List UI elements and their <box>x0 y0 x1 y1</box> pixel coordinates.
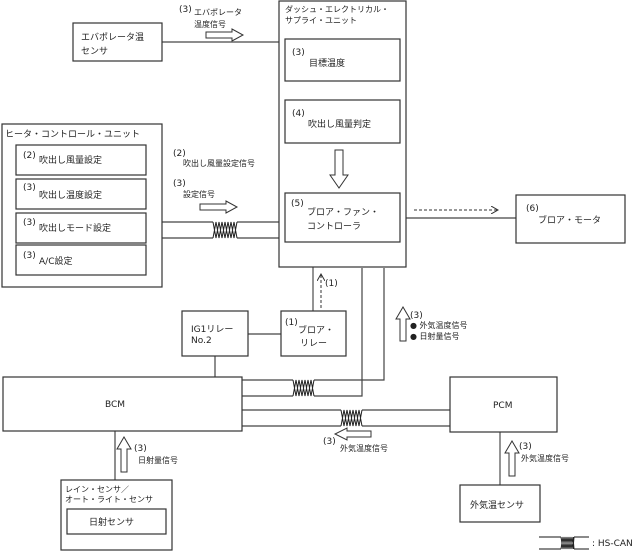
blower-relay-label-2: リレー <box>300 339 327 349</box>
evap-signal-num: (3) <box>179 5 192 15</box>
pcm-bcm-signal-label: 外気温度信号 <box>340 443 388 453</box>
evap-sensor-label-2: センサ <box>81 46 108 57</box>
right-arrow-icon <box>199 200 239 214</box>
setting-signal-label: 設定信号 <box>183 189 215 199</box>
pcm-box <box>449 376 558 433</box>
airflow-judgment-box <box>284 99 401 144</box>
hs-can-coil <box>212 221 238 239</box>
hs-can-legend: : HS-CAN <box>539 536 633 550</box>
evap-sensor-label-1: エバポレータ温 <box>81 32 144 43</box>
ig1-relay-no2-box <box>181 310 249 357</box>
relay-signal-num: (1) <box>325 279 338 289</box>
left-arrow-icon <box>333 427 372 441</box>
airflow-signal-num: (2) <box>173 149 186 159</box>
bcm-desu-bullet-2: ● 日射量信号 <box>410 331 460 341</box>
rain-sensor-label-2: オート・ライト・センサ <box>65 495 153 504</box>
legend-wire <box>539 536 589 550</box>
hcu-label: ヒータ・コントロール・ユニット <box>5 129 140 140</box>
hcu-item-label: 吹出し風量設定 <box>39 154 102 166</box>
airflow-judge-label: 吹出し風量判定 <box>308 118 371 130</box>
blower-motor-box <box>515 194 626 244</box>
legend-label: : HS-CAN <box>592 539 633 549</box>
hcu-item-num: (3) <box>23 218 36 228</box>
hcu-item-num: (3) <box>23 251 36 261</box>
desu-label-2: サプライ・ユニット <box>285 16 357 25</box>
ambient-pcm-signal-label: 外気温度信号 <box>521 453 569 463</box>
blower-controller-num: (5) <box>291 199 304 209</box>
legend-coil-icon <box>560 536 575 550</box>
up-arrow-icon <box>116 436 132 473</box>
hcu-item-ac-setting <box>15 244 147 276</box>
hcu-item-num: (2) <box>23 151 36 161</box>
hcu-item-label: A/C設定 <box>39 255 72 267</box>
rain-sensor-label-1: レイン・センサ／ <box>65 485 129 494</box>
hcu-item-mode-setting <box>15 212 147 244</box>
ig1-relay-label-1: IG1リレー <box>191 325 233 335</box>
ig1-relay-label-2: No.2 <box>191 336 212 346</box>
bcm-desu-signal-num: (3) <box>410 311 423 321</box>
hcu-item-label: 吹出しモード設定 <box>39 222 111 234</box>
hs-can-coil <box>340 409 363 427</box>
evap-signal-label-1: エバポレータ <box>194 8 242 17</box>
pcm-label: PCM <box>493 401 512 411</box>
hs-can-coil <box>292 379 315 397</box>
blower-relay-label-1: ブロア・ <box>298 324 334 336</box>
blower-fan-controller-box <box>284 192 401 243</box>
pcm-bcm-signal-num: (3) <box>323 437 336 447</box>
up-arrow-icon <box>395 306 411 342</box>
blower-controller-label-2: コントローラ <box>307 221 361 232</box>
blower-motor-num: (6) <box>526 204 539 214</box>
blower-relay-box <box>280 310 347 357</box>
target-temp-num: (3) <box>292 48 305 58</box>
hcu-item-label: 吹出し温度設定 <box>39 189 102 201</box>
setting-signal-num: (3) <box>173 179 186 189</box>
solar-bcm-signal-num: (3) <box>134 444 147 454</box>
solar-bcm-signal-label: 日射量信号 <box>138 455 178 465</box>
evaporator-temp-sensor-box <box>72 22 163 62</box>
evap-signal-label-2: 温度信号 <box>194 19 226 29</box>
ambient-pcm-signal-num: (3) <box>519 442 532 452</box>
solar-sensor-label: 日射センサ <box>89 516 134 528</box>
up-arrow-icon <box>504 440 520 477</box>
hcu-item-num: (3) <box>23 183 36 193</box>
solar-sensor-box <box>66 508 167 535</box>
target-temp-box <box>284 38 401 82</box>
target-temp-label: 目標温度 <box>309 57 345 69</box>
hcu-item-temp-setting <box>15 178 147 210</box>
hcu-item-airflow-setting <box>15 144 147 176</box>
bcm-box <box>2 376 243 432</box>
ambient-temp-sensor-box <box>459 484 541 523</box>
ambient-sensor-label: 外気温センサ <box>470 499 524 511</box>
right-arrow-icon <box>205 28 245 42</box>
wire-bcm-desu-can-2 <box>242 268 363 397</box>
airflow-judge-num: (4) <box>292 109 305 119</box>
down-arrow-icon <box>329 149 349 189</box>
bcm-label: BCM <box>105 400 125 410</box>
airflow-signal-label: 吹出し風量設定信号 <box>183 158 255 168</box>
desu-label-1: ダッシュ・エレクトリカル・ <box>285 4 389 14</box>
blower-motor-label: ブロア・モータ <box>538 214 601 226</box>
blower-relay-num: (1) <box>285 318 298 328</box>
blower-controller-label-1: ブロア・ファン・ <box>307 206 379 218</box>
bcm-desu-bullet-1: ● 外気温度信号 <box>410 320 468 330</box>
wire-bcm-desu-can-1 <box>242 268 385 381</box>
